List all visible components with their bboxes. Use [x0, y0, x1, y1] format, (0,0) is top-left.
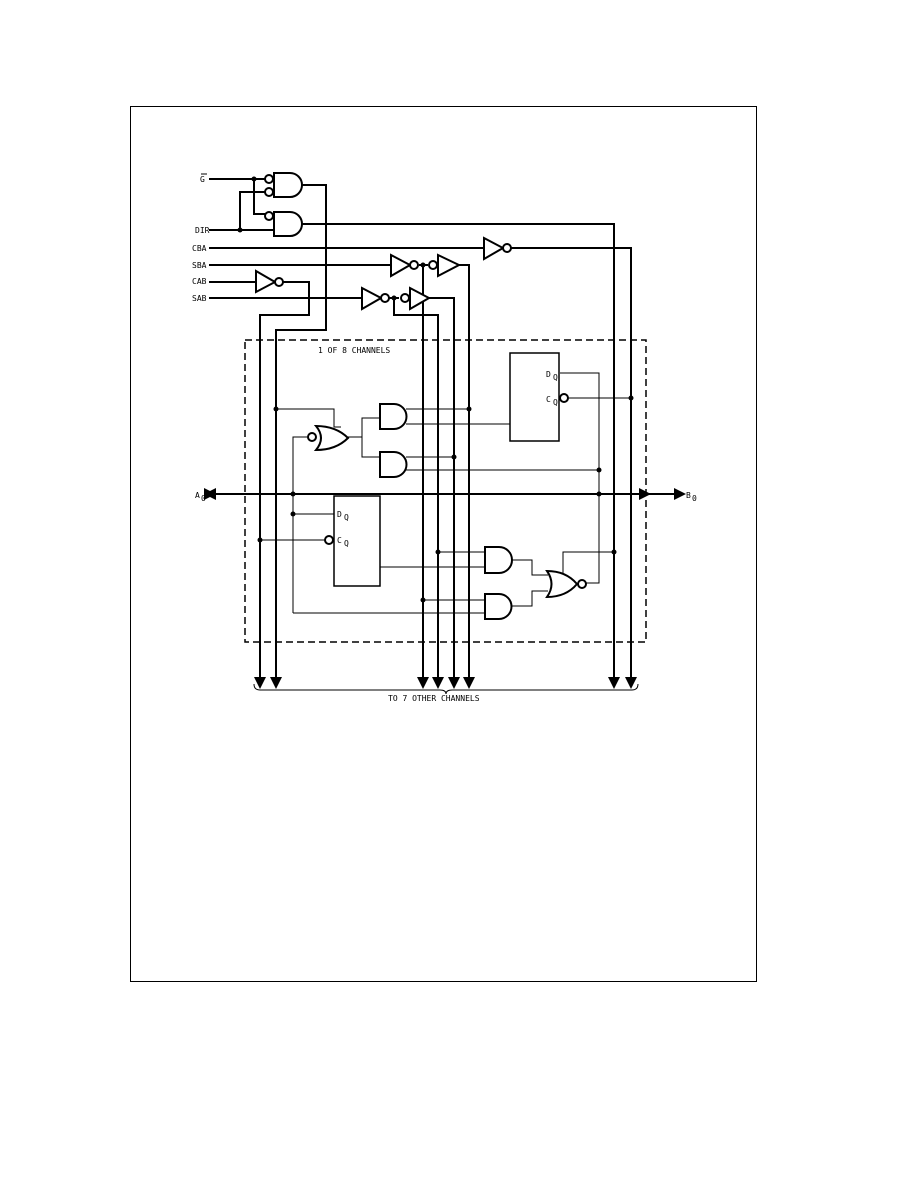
figure-frame [130, 106, 757, 982]
bottom-arrows [254, 660, 637, 689]
sba-label: SBA [192, 261, 207, 270]
a0-label: A 0 [195, 491, 206, 503]
g-label: G [200, 173, 207, 184]
lower-and-gate-2 [484, 593, 513, 620]
upper-ff-c-sub: Q [553, 398, 558, 407]
upper-and-gate-2 [379, 451, 408, 478]
upper-or-gate [307, 424, 350, 452]
channel-box [244, 339, 647, 643]
upper-ff-c: C [546, 395, 551, 404]
channel-label: 1 OF 8 CHANNELS [318, 346, 390, 355]
lower-ff-d: D [337, 510, 342, 519]
svg-text:A: A [195, 491, 200, 500]
lower-ff-d-sub: Q [344, 513, 349, 522]
dir-label: DIR [195, 226, 210, 235]
channel-wires [204, 372, 686, 614]
control-and-gate-1 [264, 172, 303, 198]
upper-and-gate-1 [379, 403, 408, 430]
svg-text:0: 0 [692, 494, 697, 503]
cab-inverter [255, 269, 284, 294]
cba-inverter [483, 236, 512, 261]
cba-label: CBA [192, 244, 207, 253]
sba-buffer [420, 253, 462, 278]
cab-label: CAB [192, 277, 207, 286]
bottom-brace [253, 683, 639, 695]
sab-buffer [391, 286, 432, 311]
control-and-gate-2 [264, 211, 303, 237]
upper-ff-d-sub: Q [553, 373, 558, 382]
upper-flipflop: D Q C Q [509, 352, 569, 442]
lower-or-gate [545, 569, 587, 599]
svg-text:0: 0 [201, 494, 206, 503]
sba-inverter [390, 253, 419, 278]
svg-text:G: G [200, 175, 205, 184]
lower-ff-c-sub: Q [344, 539, 349, 548]
lower-ff-c: C [337, 536, 342, 545]
sab-label: SAB [192, 294, 207, 303]
lower-flipflop: D Q C Q [324, 495, 381, 587]
lower-and-gate-1 [484, 546, 513, 574]
control-wires [209, 176, 632, 678]
svg-text:B: B [686, 491, 691, 500]
b0-label: B 0 [686, 491, 697, 503]
bottom-label: TO 7 OTHER CHANNELS [388, 694, 480, 703]
upper-ff-d: D [546, 370, 551, 379]
sab-inverter [361, 286, 390, 311]
